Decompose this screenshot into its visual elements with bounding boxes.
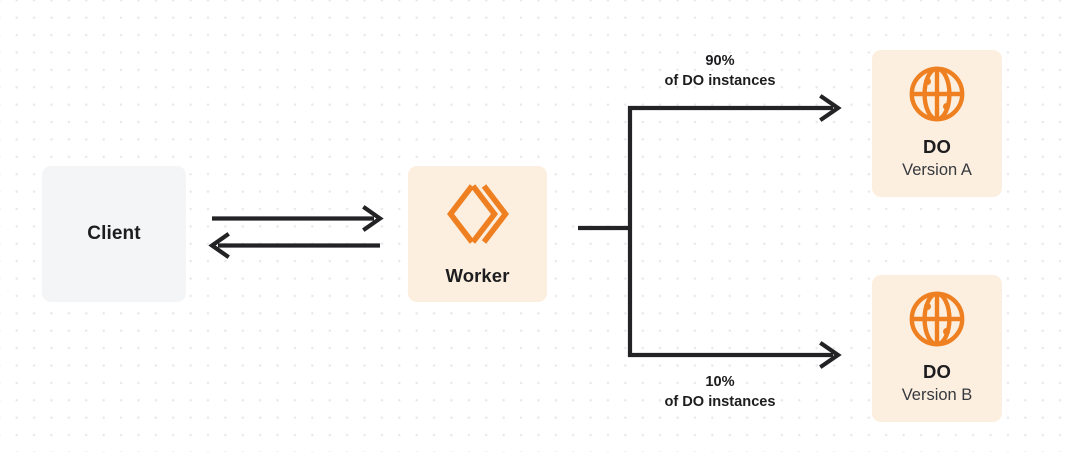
- node-do-version-b[interactable]: DO Version B: [872, 275, 1002, 422]
- node-do-a-label: DO: [923, 136, 951, 158]
- edge-label-do-b: 10% of DO instances: [596, 373, 844, 413]
- edge-to-do-a: [628, 94, 842, 122]
- node-do-b-label: DO: [923, 361, 951, 383]
- node-worker[interactable]: Worker: [408, 166, 547, 302]
- edge-label-do-b-description: of DO instances: [664, 393, 776, 410]
- edge-worker-to-client: [208, 232, 380, 259]
- cloudflare-workers-icon: [446, 181, 509, 247]
- edge-client-to-worker: [212, 205, 384, 232]
- edge-label-do-a: 90% of DO instances: [596, 52, 844, 92]
- edge-to-do-b: [628, 341, 842, 369]
- node-client-label: Client: [87, 222, 141, 244]
- node-worker-label: Worker: [445, 264, 510, 286]
- node-do-a-sublabel: Version A: [902, 161, 972, 180]
- globe-icon: [908, 290, 966, 348]
- node-do-version-a[interactable]: DO Version A: [872, 50, 1002, 197]
- node-client[interactable]: Client: [42, 166, 186, 302]
- globe-icon: [908, 65, 966, 123]
- node-do-b-sublabel: Version B: [901, 386, 973, 405]
- edge-label-do-a-percent: 90%: [705, 53, 735, 69]
- edge-label-do-a-description: of DO instances: [664, 72, 776, 89]
- edge-label-do-b-percent: 10%: [705, 374, 735, 390]
